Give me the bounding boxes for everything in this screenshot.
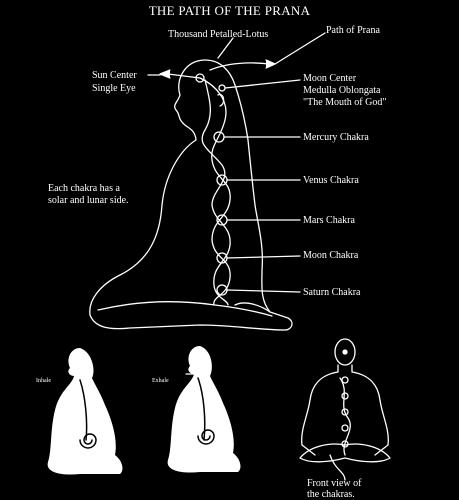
label-mercury-chakra: Mercury Chakra [303,132,369,143]
spine-helix [199,77,231,306]
label-inhale: Inhale [36,378,51,384]
seated-figure-outline [89,59,293,331]
label-medulla-oblongata: Medulla Oblongata [303,85,381,96]
leg-outline [97,301,273,317]
label-front-view-2: the chakras. [307,489,355,500]
hand-outline [234,302,271,313]
prana-arrow-right [209,62,271,71]
label-sun-center: Sun Center [92,70,137,81]
label-saturn-chakra: Saturn Chakra [303,287,361,298]
label-exhale: Exhale [152,378,169,384]
label-front-view-1: Front view of [307,478,362,489]
label-solar-lunar-2: solar and lunar side. [48,195,129,206]
label-path-of-prana: Path of Prana [326,25,380,36]
front-view-figure [299,338,391,481]
moon-center-dot [218,84,226,92]
label-mouth-of-god: "The Mouth of God" [303,97,387,108]
label-moon-chakra: Moon Chakra [303,250,359,261]
sun-center-arrow [167,73,201,79]
label-mars-chakra: Mars Chakra [303,215,355,226]
label-thousand-petalled-lotus: Thousand Petalled-Lotus [168,29,269,40]
sun-center-dot [195,73,205,83]
label-moon-center: Moon Center [303,73,357,84]
label-solar-lunar-1: Each chakra has a [48,183,120,194]
diagram-title: THE PATH OF THE PRANA [148,3,311,18]
label-single-eye: Single Eye [92,83,136,94]
label-venus-chakra: Venus Chakra [303,175,359,186]
ear-outline [217,93,225,107]
inhale-figure-outline [47,348,123,475]
